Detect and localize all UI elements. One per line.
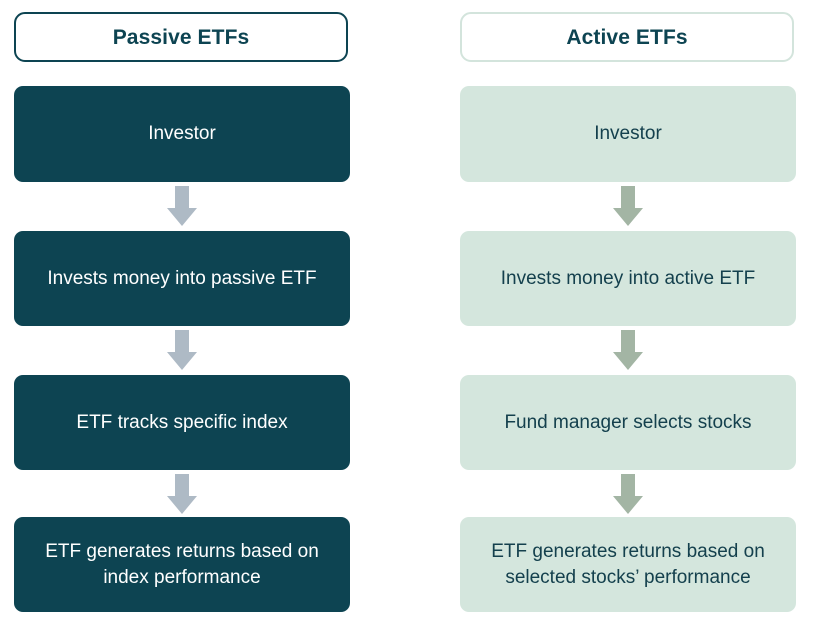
node-passive-step-1: Investor [14, 86, 350, 182]
column-header-active: Active ETFs [460, 12, 794, 62]
node-label-passive-step-1: Investor [148, 123, 216, 145]
arrow-active-3-to-4 [606, 472, 650, 516]
node-active-step-2: Invests money into active ETF [460, 231, 796, 326]
node-label-passive-step-2: Invests money into passive ETF [47, 267, 317, 289]
arrow-active-2-to-3 [606, 328, 650, 372]
node-label-active-step-1: Investor [594, 123, 662, 145]
column-title-passive: Passive ETFs [112, 25, 250, 49]
arrow-active-1-to-2 [606, 184, 650, 228]
arrow-passive-1-to-2 [160, 184, 204, 228]
column-header-passive: Passive ETFs [14, 12, 348, 62]
node-active-step-3: Fund manager selects stocks [460, 375, 796, 470]
node-passive-step-2: Invests money into passive ETF [14, 231, 350, 326]
node-label-passive-step-3: ETF tracks specific index [76, 411, 288, 433]
column-passive-etfs: Passive ETFs Investor Invests money into… [14, 0, 350, 628]
node-passive-step-3: ETF tracks specific index [14, 375, 350, 470]
node-label-active-step-2: Invests money into active ETF [500, 267, 756, 289]
node-label-active-step-4: ETF generates returns based on selected … [491, 541, 765, 588]
node-active-step-1: Investor [460, 86, 796, 182]
column-title-active: Active ETFs [566, 25, 688, 49]
arrow-passive-3-to-4 [160, 472, 204, 516]
node-label-passive-step-4: ETF generates returns based on index per… [45, 541, 319, 588]
node-label-active-step-3: Fund manager selects stocks [504, 411, 752, 433]
column-active-etfs: Active ETFs Investor Invests money into … [460, 0, 796, 628]
node-active-step-4: ETF generates returns based on selected … [460, 517, 796, 612]
node-passive-step-4: ETF generates returns based on index per… [14, 517, 350, 612]
arrow-passive-2-to-3 [160, 328, 204, 372]
